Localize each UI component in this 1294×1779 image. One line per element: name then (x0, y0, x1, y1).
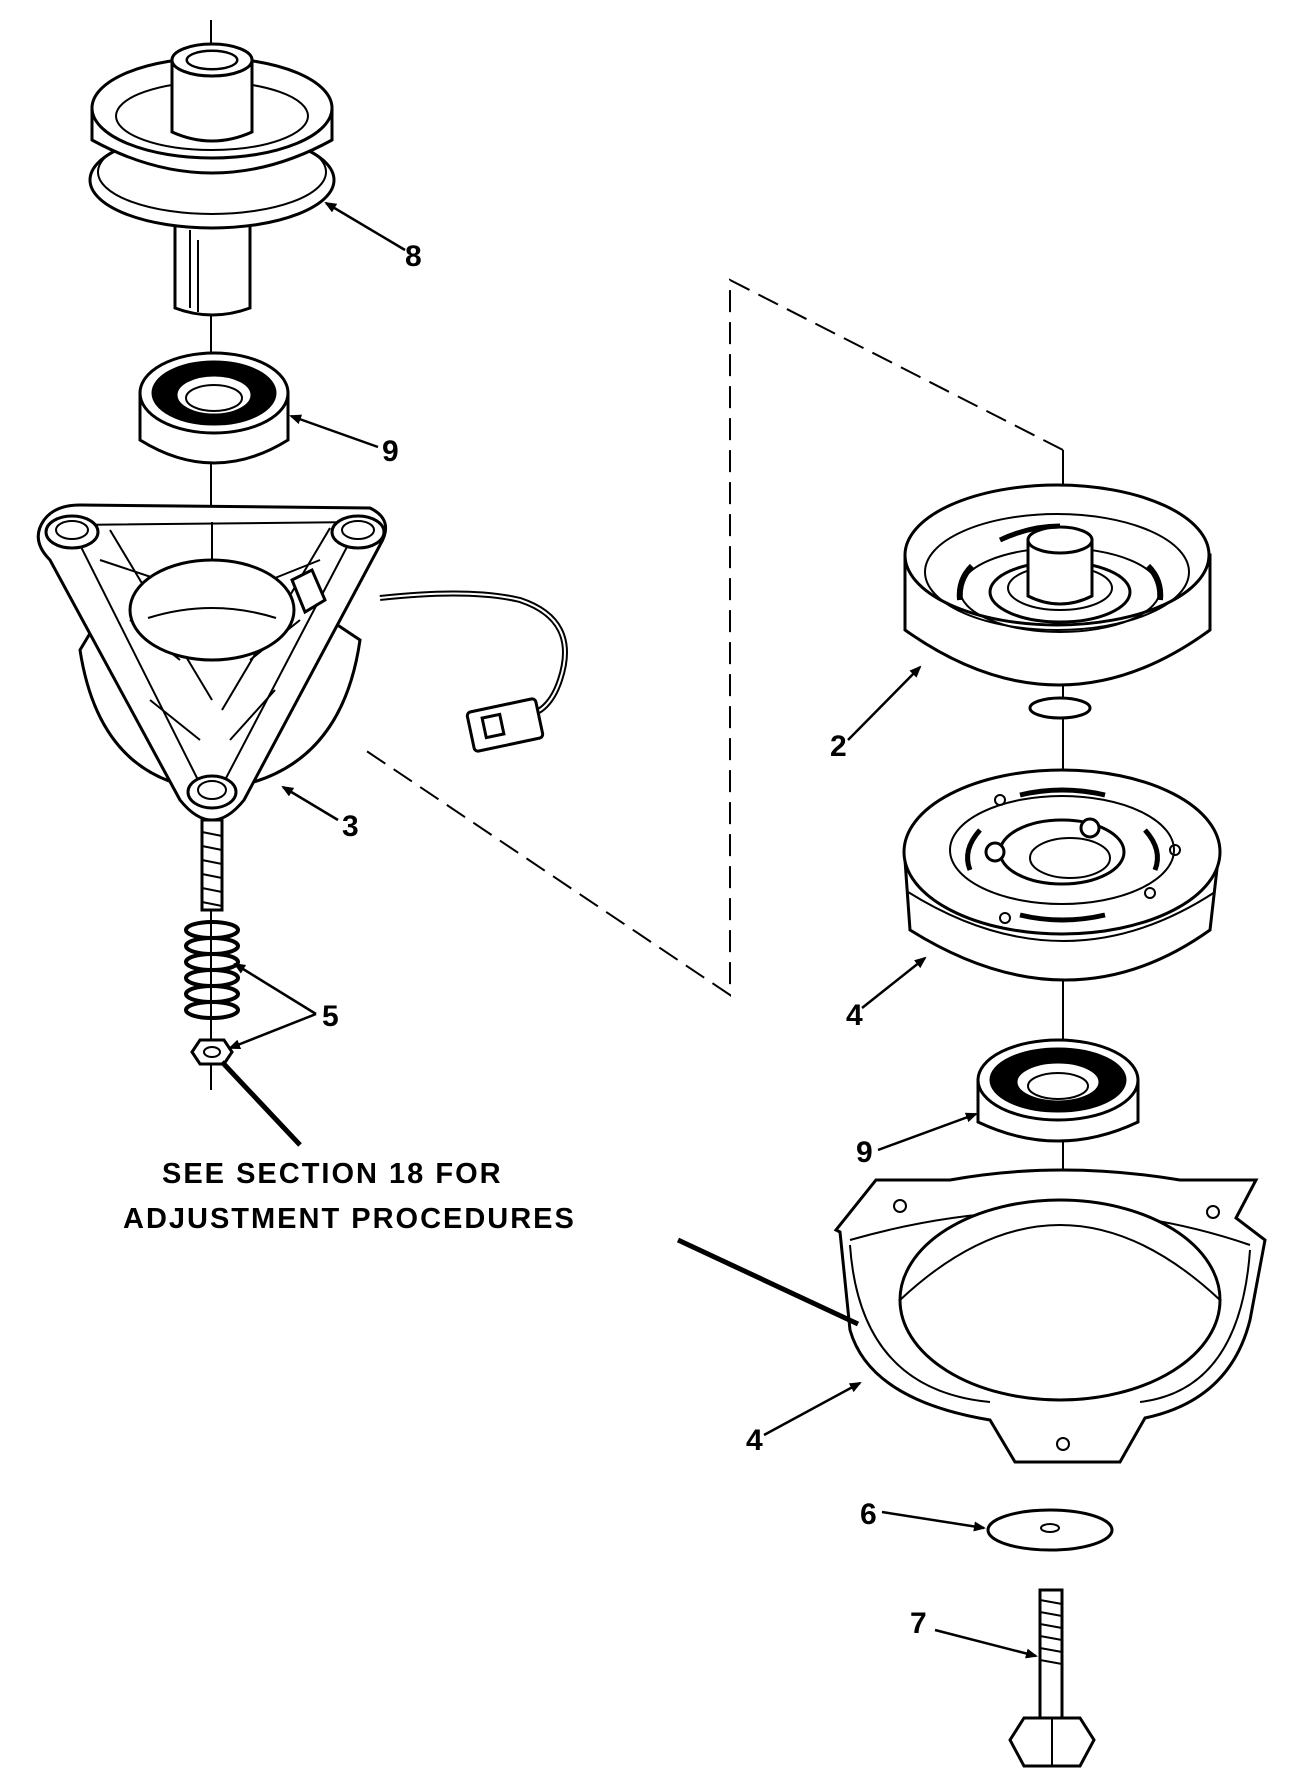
note-leader-left (220, 1060, 302, 1147)
note-line-2: ADJUSTMENT PROCEDURES (123, 1203, 576, 1235)
bracket-part-3 (36, 503, 568, 912)
pulley-part-8 (88, 42, 336, 317)
bearing-part-9-upper (138, 351, 290, 465)
shield-part-4-lower (833, 1168, 1267, 1464)
callout-7: 7 (910, 1607, 927, 1640)
callout-2: 2 (830, 730, 847, 763)
bolt-part-7 (1008, 1588, 1096, 1768)
bearing-part-9-lower (976, 1038, 1140, 1143)
armature-part-4-upper (902, 768, 1222, 982)
note-line-1: SEE SECTION 18 FOR (162, 1158, 503, 1190)
callout-6: 6 (860, 1498, 877, 1531)
leader-4b (763, 1381, 862, 1437)
leader-5b (228, 1012, 317, 1050)
leader-2 (847, 665, 922, 741)
callout-9-upper: 9 (382, 435, 399, 468)
leader-8 (324, 201, 406, 252)
clutch-rotor-part-2 (903, 483, 1212, 720)
leader-9a (289, 414, 379, 449)
leader-9b (877, 1112, 978, 1152)
callout-3: 3 (342, 810, 359, 843)
note-leader-right (676, 1237, 860, 1327)
spring-and-nut-part-5 (184, 920, 240, 1066)
callout-8: 8 (405, 240, 422, 273)
leader-6 (881, 1510, 986, 1532)
callout-5: 5 (322, 1000, 339, 1033)
washer-part-6 (986, 1508, 1114, 1552)
callout-9-lower: 9 (856, 1136, 873, 1169)
leader-5a (233, 962, 317, 1016)
leader-4a (861, 956, 927, 1009)
leader-7 (934, 1628, 1038, 1659)
leader-3 (281, 785, 339, 822)
callout-4-upper: 4 (846, 999, 863, 1032)
callout-4-lower: 4 (746, 1424, 763, 1457)
